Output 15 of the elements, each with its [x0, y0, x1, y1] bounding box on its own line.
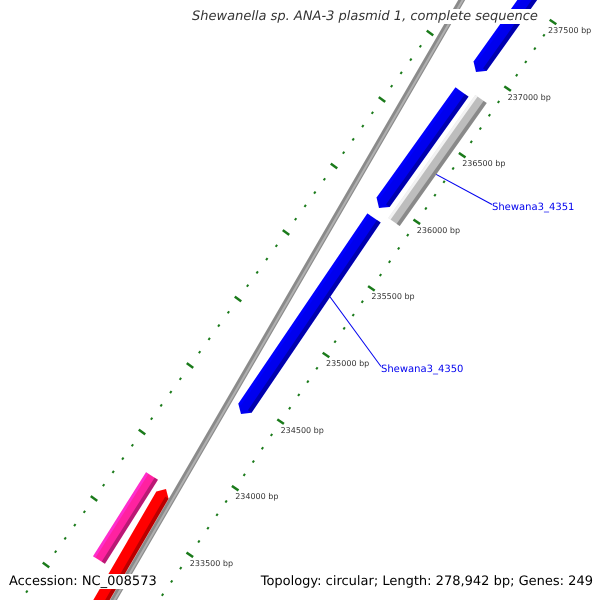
accession-label: Accession: NC_008573: [9, 574, 157, 589]
tick-label: 234000 bp: [235, 492, 278, 502]
tick-label: 235000 bp: [326, 359, 370, 368]
gene-label: Shewana3_4350: [381, 364, 464, 375]
map-title: Shewanella sp. ANA-3 plasmid 1, complete sequence: [190, 9, 540, 24]
tick-label: 233500 bp: [190, 558, 234, 568]
tick-label: 237000 bp: [508, 92, 551, 102]
leader-line: [436, 174, 492, 205]
tick-label: 235500 bp: [371, 292, 415, 302]
tick-label: 237500 bp: [548, 26, 592, 35]
tick-label: 234500 bp: [280, 426, 324, 435]
tick-label: 236500 bp: [462, 159, 506, 168]
map-info-label: Topology: circular; Length: 278,942 bp; Genes: 249: [260, 574, 593, 589]
gene-label: Shewana3_4351: [492, 202, 574, 213]
leader-line: [330, 296, 382, 367]
